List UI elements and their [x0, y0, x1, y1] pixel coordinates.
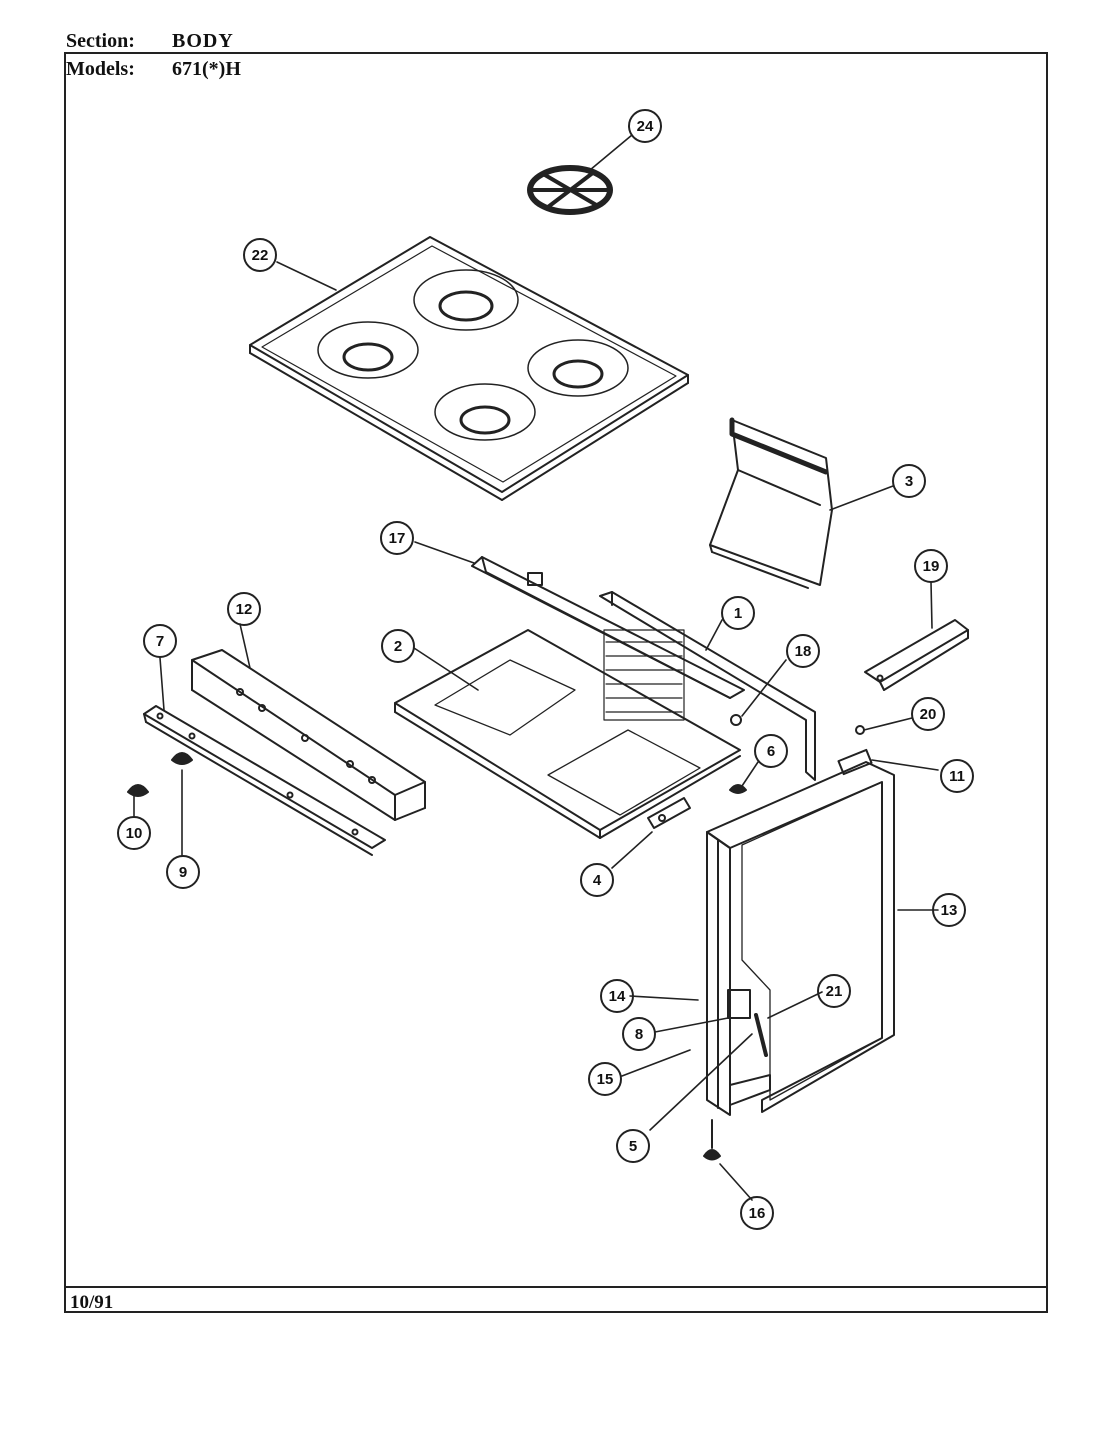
- callout-5: 5: [629, 1138, 637, 1155]
- rear-rail: [471, 556, 745, 699]
- callout-18: 18: [795, 643, 812, 660]
- callout-11: 11: [949, 768, 965, 785]
- callout-10: 10: [126, 825, 143, 842]
- callout-6: 6: [767, 743, 775, 760]
- callout-21: 21: [826, 983, 843, 1000]
- main-frame: [599, 591, 816, 781]
- models-label: Models:: [66, 58, 135, 80]
- callout-22: 22: [252, 247, 269, 264]
- revision-date: 10/91: [70, 1292, 114, 1313]
- callout-9: 9: [179, 864, 187, 881]
- bottom-foot: [703, 1119, 721, 1161]
- front-rail: [191, 649, 426, 821]
- burner-grate: [527, 165, 613, 215]
- leveling-feet: [127, 752, 193, 797]
- cooktop: [249, 236, 689, 501]
- callout-19: 19: [923, 558, 940, 575]
- callout-15: 15: [597, 1071, 614, 1088]
- footer-divider: [64, 1286, 1048, 1288]
- side-panel: [706, 748, 895, 1116]
- small-hardware: [729, 714, 865, 794]
- small-bracket: [647, 797, 691, 829]
- section-label: Section:: [66, 30, 135, 52]
- callout-24: 24: [637, 118, 654, 135]
- section-value: BODY: [172, 30, 234, 52]
- callout-2: 2: [394, 638, 402, 655]
- callout-17: 17: [389, 530, 406, 547]
- callout-16: 16: [749, 1205, 766, 1222]
- diagram-frame: [64, 52, 1048, 1313]
- callout-20: 20: [920, 706, 937, 723]
- callout-4: 4: [593, 872, 602, 889]
- callout-14: 14: [609, 988, 626, 1005]
- rear-panel: [709, 417, 833, 589]
- callout-3: 3: [905, 473, 913, 490]
- side-bracket: [864, 619, 969, 691]
- front-strip: [143, 705, 386, 856]
- callout-1: 1: [734, 605, 742, 622]
- callout-8: 8: [635, 1026, 643, 1043]
- callout-12: 12: [236, 601, 253, 618]
- models-value: 671(*)H: [172, 58, 241, 80]
- callout-circles: [117, 109, 974, 1230]
- leader-lines: [133, 134, 939, 1201]
- callout-13: 13: [941, 902, 958, 919]
- callout-7: 7: [156, 633, 164, 650]
- oven-panel: [394, 629, 741, 839]
